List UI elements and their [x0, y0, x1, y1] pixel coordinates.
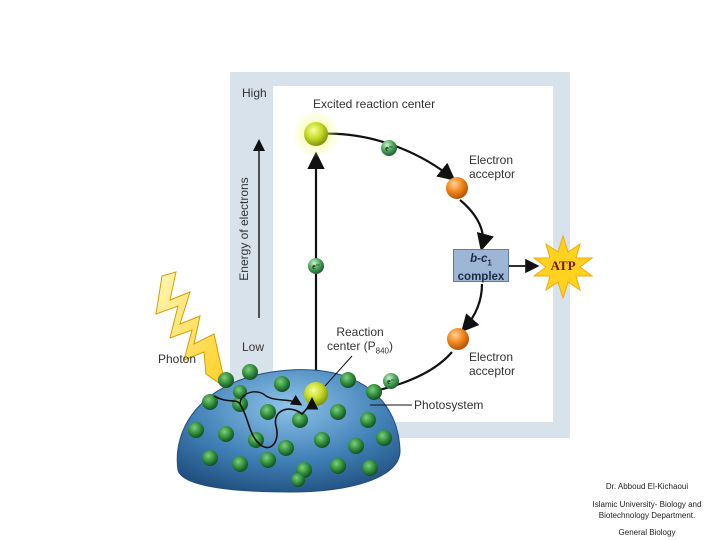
electron-bottom: e⁻: [383, 373, 399, 389]
electron-top: e⁻: [381, 140, 397, 156]
complex-name: b-c1: [470, 253, 492, 268]
excited-reaction-center: [304, 122, 328, 146]
axis-low-label: Low: [242, 340, 265, 354]
cycle-arc-complex-to-acceptor: [461, 283, 484, 333]
photon-bolt: [155, 271, 227, 390]
photosystem-label: Photosystem: [414, 398, 484, 412]
reaction-center-pointer: [324, 355, 353, 387]
credit-department: Islamic University- Biology and Biotechn…: [592, 500, 702, 520]
atp-label: ATP: [550, 258, 576, 273]
acceptor-bottom-label: Electron acceptor: [469, 350, 516, 378]
complex-label: complex: [457, 271, 505, 284]
energy-transfer-path: [213, 395, 319, 449]
credit-course: General Biology: [618, 528, 676, 537]
reaction-center-p840: [304, 382, 328, 406]
electron-label: e⁻: [312, 262, 320, 271]
atp-burst: [532, 234, 594, 300]
electron-label: e⁻: [385, 144, 393, 153]
acceptor-top-label: Electron acceptor: [469, 153, 516, 181]
axis-title: Energy of electrons: [237, 177, 251, 281]
photon-label: Photon: [158, 352, 197, 366]
excited-center-label: Excited reaction center: [313, 97, 436, 111]
cycle-arc-acceptor-to-complex: [459, 199, 494, 252]
electron-acceptor-bottom: [447, 328, 469, 350]
electron-vertical: e⁻: [308, 258, 324, 274]
electron-acceptor-top: [446, 177, 468, 199]
credit-author: Dr. Abboud El-Kichaoui: [605, 482, 689, 491]
antenna-pigments: [188, 364, 392, 487]
bc1-complex-box: b-c1 complex: [453, 249, 509, 284]
axis-high-label: High: [242, 86, 267, 100]
reaction-center-label: Reaction center (P840): [326, 325, 394, 356]
electron-label: e⁻: [387, 377, 395, 386]
energy-transfer-path: [239, 391, 303, 406]
